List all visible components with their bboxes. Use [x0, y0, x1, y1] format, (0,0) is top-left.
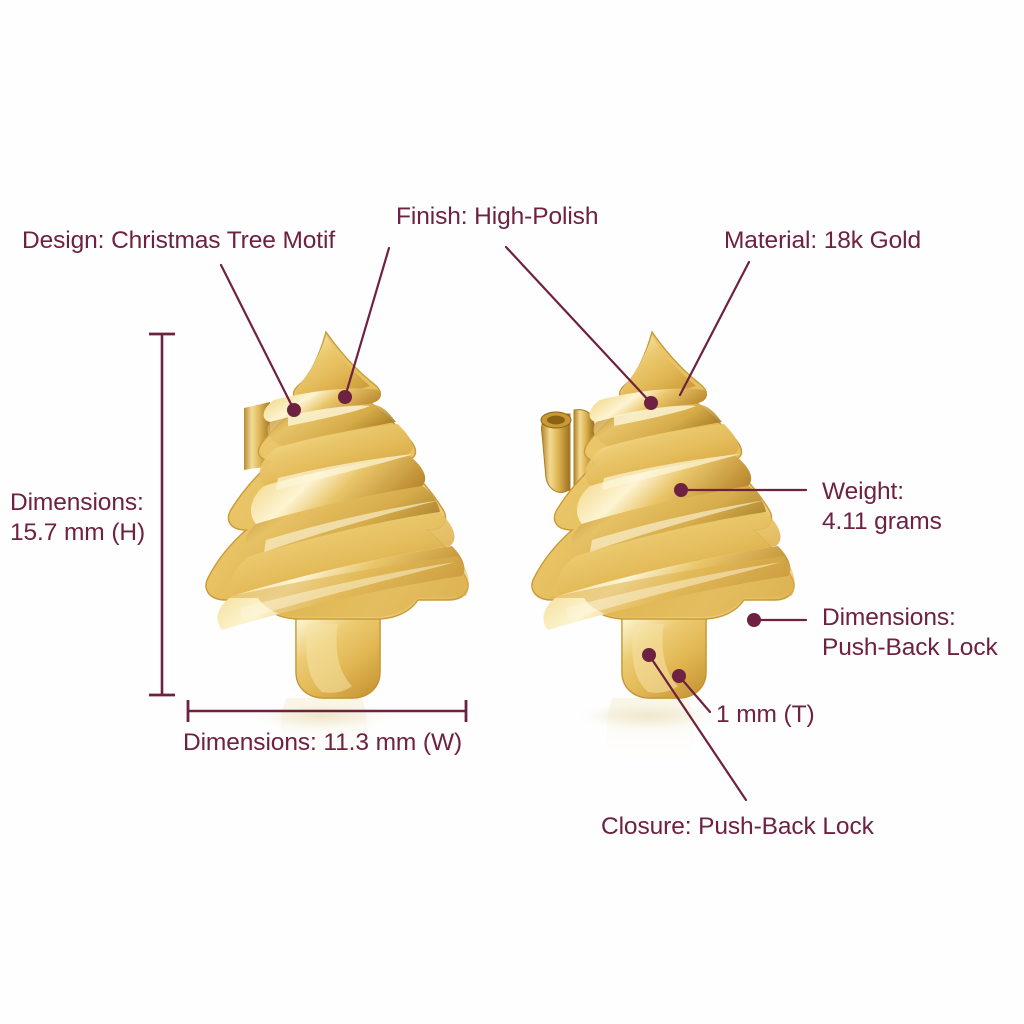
leader-line-thickness-0 [677, 674, 712, 714]
height-dimension-line [149, 332, 175, 697]
earring-left-reflection [280, 698, 368, 770]
callout-dot-thickness-0 [672, 669, 686, 683]
callout-label-thickness: 1 mm (T) [716, 701, 815, 728]
dimension-lines [149, 332, 468, 722]
callout-label-finish: Finish: High-Polish [396, 203, 599, 230]
callout-label-design: Design: Christmas Tree Motif [22, 227, 336, 254]
leader-line-design-0 [219, 263, 296, 412]
earring-right-tier1-face [621, 336, 696, 398]
leader-line-closure-0 [647, 653, 748, 802]
earring-right [531, 330, 795, 770]
earring-right-highlight-1 [614, 405, 696, 426]
earring-right-tier2-face [585, 424, 739, 486]
earring-left-tier1-face [295, 336, 370, 398]
earring-right-band1-shade [593, 404, 722, 446]
dimension-label-width: Dimensions: 11.3 mm (W) [183, 729, 463, 756]
leader-line-finish-0 [343, 246, 391, 399]
earring-right-body [531, 330, 795, 699]
earring-left-trunk-highlight [306, 624, 352, 693]
callout-label-closure: Closure: Push-Back Lock [601, 813, 874, 840]
earring-left-body [205, 330, 469, 699]
earring-left-band2 [250, 456, 426, 524]
callout-label-material: Material: 18k Gold [724, 227, 922, 254]
callout-dot-dimensions-lock-0 [747, 613, 761, 627]
earring-left-tier3-face [231, 512, 455, 596]
leader-line-finish-1 [504, 245, 653, 405]
callout-dot-design-0 [287, 403, 301, 417]
earring-left-highlight-1 [288, 405, 370, 426]
earring-left-tier2-face [259, 424, 413, 486]
push-back-bore [547, 415, 565, 425]
dimension-label-height: Dimensions: 15.7 mm (H) [10, 489, 146, 546]
width-dimension-line [186, 700, 468, 722]
earring-right-band2 [576, 456, 752, 524]
callout-dot-closure-0 [642, 648, 656, 662]
callout-dot-finish-1 [644, 396, 658, 410]
earring-right-highlight-2 [602, 454, 740, 490]
earring-right-tier3-face [557, 512, 781, 596]
earring-left-highlight-2 [276, 454, 414, 490]
callout-dot-finish-0 [338, 390, 352, 404]
earring-left-band1-shade [267, 404, 396, 446]
callout-label-dimensions-lock: Dimensions: Push-Back Lock [822, 604, 998, 661]
callout-label-weight: Weight: 4.11 grams [822, 478, 942, 535]
earring-right-reflection [606, 698, 694, 770]
callout-dot-weight-0 [674, 483, 688, 497]
callout-leaders [219, 245, 808, 802]
earring-left [205, 330, 469, 770]
leader-line-material-0 [678, 260, 751, 397]
